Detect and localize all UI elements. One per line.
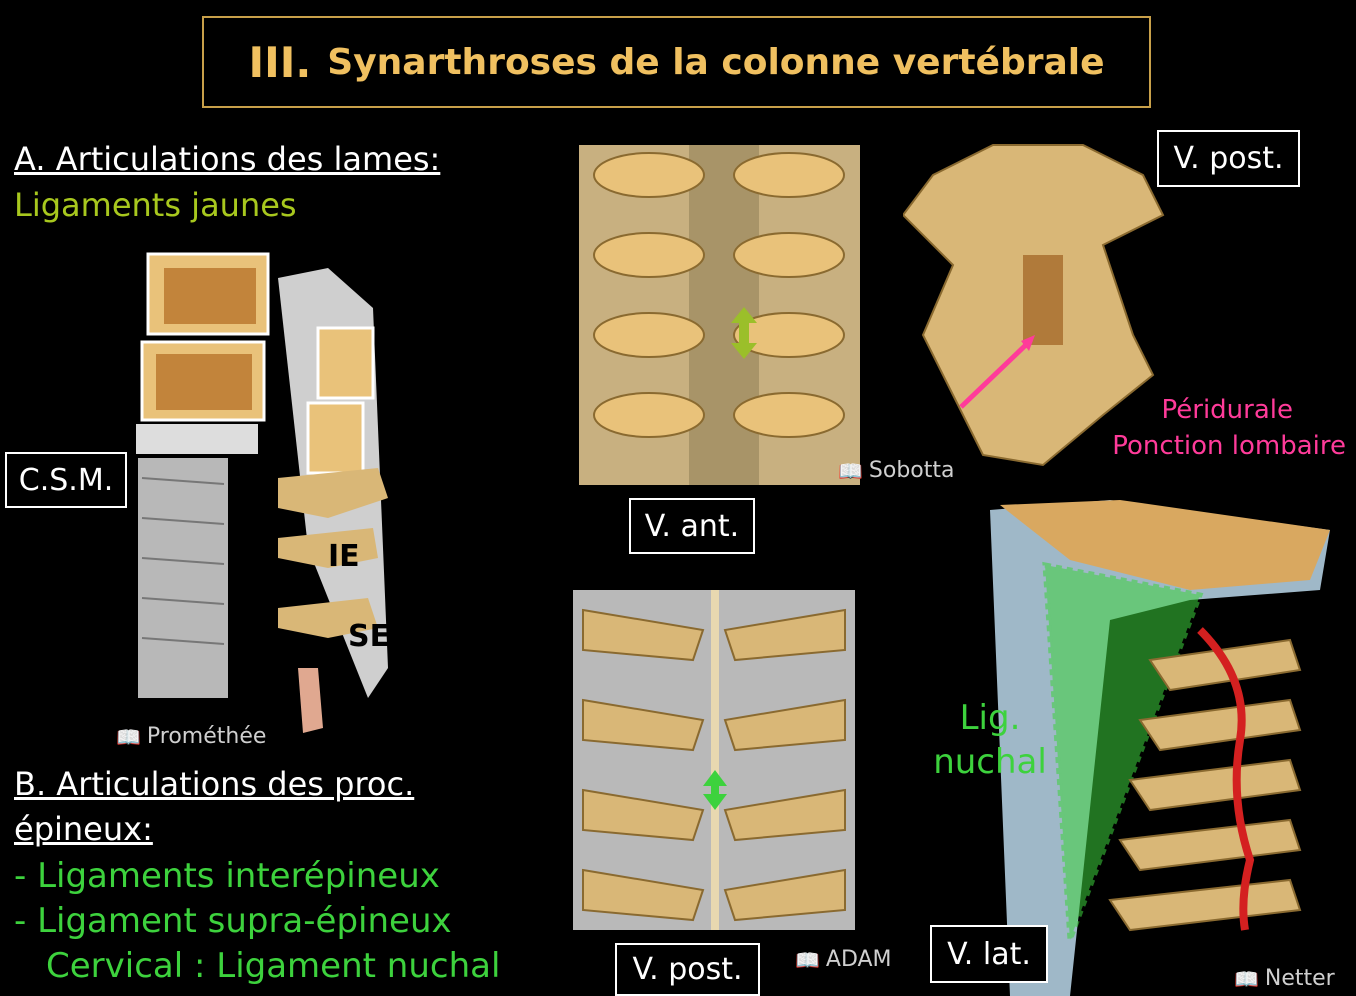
nuchal-ligament-area: [1042, 561, 1204, 941]
title-box: III. Synarthroses de la colonne vertébra…: [202, 16, 1151, 108]
label-peridurale: Péridurale: [1161, 395, 1294, 425]
double-arrow-icon: [731, 307, 757, 359]
credit-sobotta: 📖 Sobotta: [838, 458, 955, 483]
label-ponction: Ponction lombaire: [1112, 431, 1346, 461]
label-csm: C.S.M.: [5, 452, 127, 508]
credit-promethee-text: Prométhée: [146, 724, 267, 749]
credit-promethee: 📖 Prométhée: [116, 724, 266, 749]
book-icon: 📖: [116, 724, 141, 749]
list-item-interepineux: - Ligaments interépineux: [14, 856, 440, 896]
section-a-subtitle: Ligaments jaunes: [14, 186, 297, 224]
section-b-heading-line1: B. Articulations des proc.: [14, 765, 415, 803]
label-ie: IE: [328, 539, 360, 574]
book-icon: 📖: [795, 947, 820, 972]
book-icon: 📖: [838, 458, 863, 483]
label-lig-nuchal: Lig. nuchal: [930, 696, 1050, 784]
label-lig: Lig.: [959, 698, 1021, 738]
page-title: Synarthroses de la colonne vertébrale: [327, 41, 1105, 83]
list-item-supra-epineux: - Ligament supra-épineux: [14, 901, 452, 941]
book-icon: 📖: [1234, 966, 1259, 991]
lateral-cervical-illustration: [990, 500, 1330, 996]
posterior-vertebra-illustration: [903, 144, 1165, 467]
label-j: J: [276, 426, 289, 461]
label-v-ant: V. ant.: [629, 498, 755, 554]
label-nuchal: nuchal: [933, 742, 1047, 782]
credit-sobotta-text: Sobotta: [868, 458, 955, 483]
title-number: III.: [248, 37, 312, 87]
section-a-heading: A. Articulations des lames:: [14, 140, 441, 178]
label-v-lat: V. lat.: [930, 925, 1048, 983]
section-b-heading-line2: épineux:: [14, 810, 153, 848]
lateral-spine-illustration: J IE SE: [136, 252, 390, 733]
credit-adam-text: ADAM: [825, 947, 892, 972]
credit-netter-text: Netter: [1264, 966, 1335, 991]
label-v-post-bottom: V. post.: [615, 943, 760, 996]
posterior-spinous-illustration: [573, 590, 855, 930]
list-item-nuchal: Cervical : Ligament nuchal: [46, 946, 501, 986]
anterior-view-illustration: [579, 145, 860, 485]
label-v-post-top: V. post.: [1157, 130, 1300, 187]
double-arrow-icon: [703, 770, 727, 810]
credit-adam: 📖 ADAM: [795, 947, 892, 972]
credit-netter: 📖 Netter: [1234, 966, 1335, 991]
label-se: SE: [348, 619, 390, 654]
